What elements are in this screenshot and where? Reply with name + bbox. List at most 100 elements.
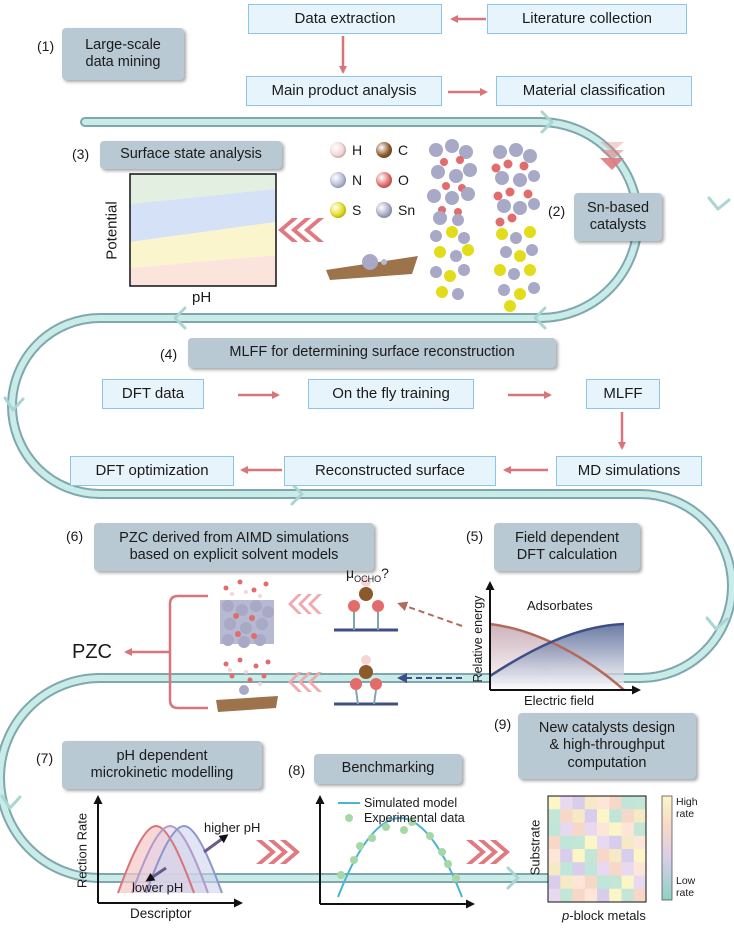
high-rate-line1: High <box>676 796 698 808</box>
legend-symbol: Sn <box>398 202 416 218</box>
dft-optimization-box: DFT optimization <box>70 456 234 486</box>
atom-s-icon <box>330 202 346 218</box>
heatmap-cell <box>548 862 561 876</box>
crystal-structures <box>326 139 540 312</box>
adsorbate-models <box>334 577 398 706</box>
heatmap-cell <box>572 875 586 890</box>
stage8-title: Benchmarking <box>314 754 462 784</box>
legend-symbol: O <box>398 172 409 188</box>
md-simulations-box: MD simulations <box>556 456 702 486</box>
stage1-arrows <box>339 15 488 96</box>
stage5-title: Field dependent DFT calculation <box>494 523 640 571</box>
heatmap-cell <box>633 809 647 823</box>
energy-dashed-arrows <box>397 601 463 683</box>
heatmap-cell <box>633 875 647 890</box>
heatmap-cell <box>633 822 647 837</box>
low-rate-line2: rate <box>676 886 695 899</box>
heatmap-cell <box>597 835 610 850</box>
adsorbates-label: Adsorbates <box>527 598 593 613</box>
heatmap-cell <box>633 862 647 876</box>
heatmap-cell <box>609 875 622 890</box>
stage9-number: (9) <box>494 716 512 732</box>
pzc-label: PZC <box>72 641 112 663</box>
heatmap-cell <box>584 835 598 850</box>
heatmap-cell <box>584 809 598 823</box>
down-chevrons <box>600 142 624 170</box>
heatmap-cell <box>621 862 635 876</box>
stage2-number: (2) <box>548 203 566 219</box>
pzc-bracket <box>124 594 208 710</box>
heatmap-cell <box>560 822 573 837</box>
heatmap-cell <box>621 809 635 823</box>
pblock-rest: -block metals <box>569 908 646 923</box>
stage9-title-line3: computation <box>567 754 647 771</box>
left-chevrons-s3 <box>278 218 324 242</box>
stage6-title-line1: PZC derived from AIMD simulations <box>119 529 349 546</box>
heatmap-cell <box>633 849 647 863</box>
stage4-arrows <box>238 391 626 474</box>
stage1-title: Large-scale data mining <box>62 28 184 80</box>
heatmap-cell <box>584 862 598 876</box>
pblock-italic: p <box>562 908 570 923</box>
lower-ph-label: lower pH <box>132 880 184 895</box>
heatmap-cell <box>560 888 573 903</box>
heatmap-cell <box>621 875 635 890</box>
legend-symbol: N <box>352 172 363 188</box>
heatmap-cell <box>621 888 635 903</box>
heatmap-cell <box>572 835 586 850</box>
stage2-title-line1: Sn-based <box>586 199 650 216</box>
heatmap-cell <box>633 796 647 810</box>
heatmap-cell <box>548 849 561 863</box>
mu-question: ? <box>381 565 389 581</box>
stage7-title: pH dependent microkinetic modelling <box>62 741 262 789</box>
stage1-title-line2: data mining <box>85 54 161 70</box>
legend-item-o: O <box>376 172 422 188</box>
heatmap-cell <box>597 822 610 837</box>
stage3-title: Surface state analysis <box>100 141 282 169</box>
heatmap-cell <box>621 835 635 850</box>
stage9-title-line2: & high-throughput <box>549 737 665 754</box>
atom-n-icon <box>330 172 346 188</box>
aimd-models <box>216 579 278 712</box>
legend-item-sn: Sn <box>376 202 422 218</box>
heatmap-cell <box>609 796 622 810</box>
heatmap-cell <box>633 835 647 850</box>
heatmap-cell <box>609 822 622 837</box>
stage7-title-line1: pH dependent <box>116 747 208 764</box>
heatmap-cell <box>584 875 598 890</box>
stage4-number: (4) <box>160 346 178 362</box>
heatmap-cell <box>621 849 635 863</box>
stage1-number: (1) <box>37 38 55 54</box>
ph-label: pH <box>192 289 212 306</box>
heatmap-cell <box>597 796 610 810</box>
stage9-title: New catalysts design & high-throughput c… <box>518 713 696 779</box>
stage4-title: MLFF for determining surface reconstruct… <box>188 338 556 368</box>
heatmap-cell <box>609 862 622 876</box>
heatmap-cell <box>548 822 561 837</box>
stage7-title-line2: microkinetic modelling <box>90 765 234 781</box>
heatmap-cell <box>584 796 598 810</box>
heatmap-cell <box>548 888 561 903</box>
main-product-box: Main product analysis <box>246 76 442 106</box>
stage2-title: Sn-based catalysts <box>574 193 662 241</box>
low-rate-label: Low rate <box>676 875 695 899</box>
stage2-title-line2: catalysts <box>589 217 647 233</box>
surface-state-plot <box>129 173 277 287</box>
heatmap-cell <box>572 849 586 863</box>
heatmap-cell <box>621 796 635 810</box>
legend-symbol: C <box>398 142 409 158</box>
legend-item-n: N <box>330 172 376 188</box>
heatmap-cell <box>572 862 586 876</box>
simulated-model-label: Simulated model <box>364 796 458 810</box>
data-extraction-box: Data extraction <box>248 4 442 34</box>
experimental-data-label: Experimental data <box>364 811 465 825</box>
heatmap-cell <box>572 888 586 903</box>
heatmap-cell <box>609 849 622 863</box>
heatmap-cell <box>584 888 598 903</box>
heatmap-cell <box>609 835 622 850</box>
design-heatmap <box>547 795 673 903</box>
legend-item-s: S <box>330 202 376 218</box>
microkinetic-plot <box>93 795 243 908</box>
pblock-label: p-block metals <box>562 908 646 923</box>
